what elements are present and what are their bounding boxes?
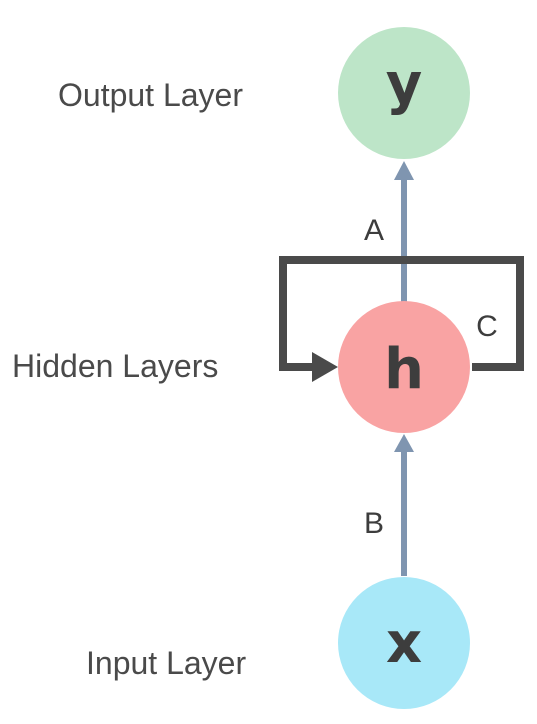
arrowhead-input-to-hidden — [394, 434, 414, 452]
hidden-node — [338, 301, 470, 433]
output-node — [338, 27, 470, 159]
recurrent-loop-edge — [279, 256, 524, 371]
input-node — [338, 577, 470, 709]
edge-label-c: C — [476, 310, 498, 343]
edge-label-b: B — [364, 507, 384, 540]
hidden-layers-label: Hidden Layers — [12, 348, 218, 384]
input-layer-label: Input Layer — [86, 645, 246, 681]
edge-label-a: A — [364, 214, 384, 247]
input-node-symbol: x — [386, 611, 422, 676]
hidden-node-symbol: h — [384, 337, 424, 402]
arrowhead-hidden-to-output — [394, 161, 414, 180]
arrowhead-recurrent-loop — [312, 352, 338, 382]
output-node-symbol: y — [386, 52, 423, 117]
output-layer-label: Output Layer — [58, 77, 243, 113]
